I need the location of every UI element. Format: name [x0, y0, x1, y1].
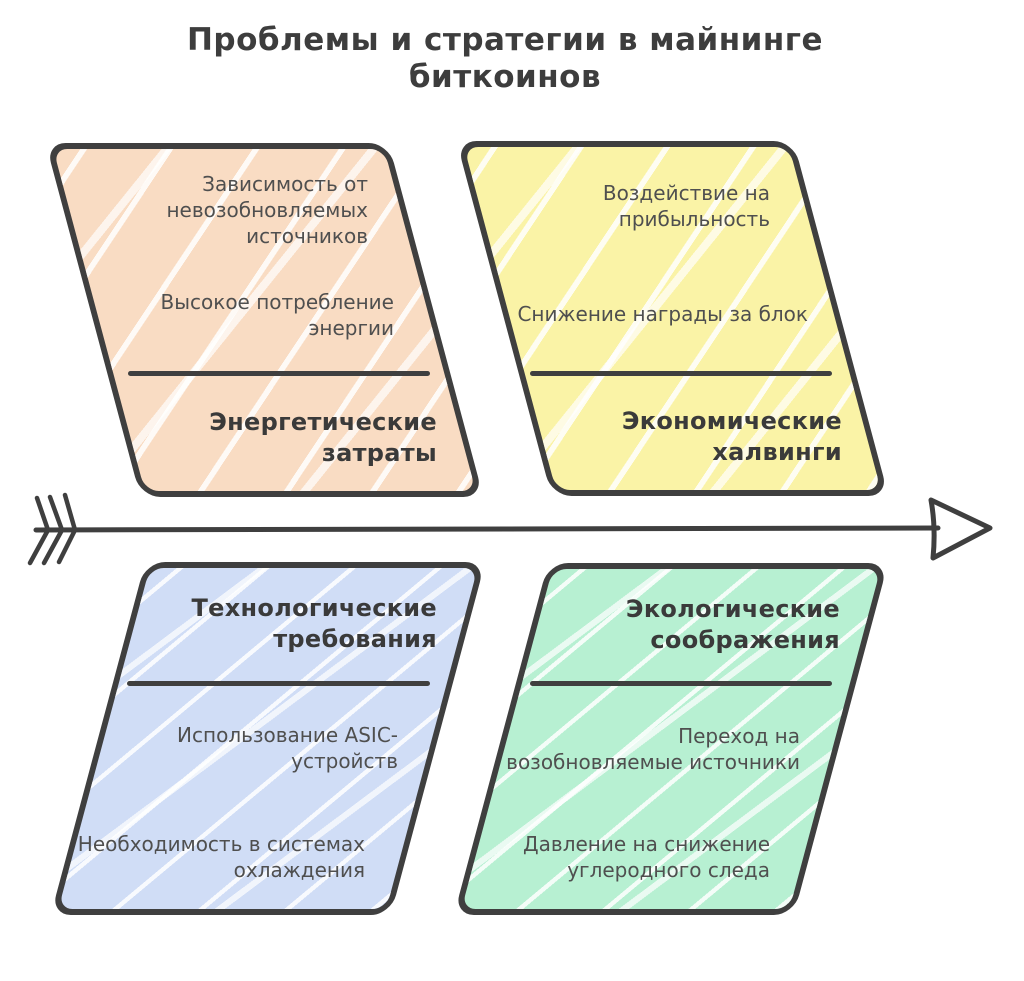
quadrant-item-text: Снижение награды за блок: [517, 302, 808, 326]
divider-line: [127, 681, 430, 686]
quadrant-item-text: Переход на возобновляемые источники: [506, 724, 800, 774]
fletching-icon: [27, 492, 78, 566]
arrowhead-icon: [928, 497, 993, 561]
quadrant-heading: Экологические соображения: [625, 595, 840, 654]
quadrant-heading: Экономические халвинги: [621, 407, 842, 466]
quadrant-item-text: Воздействие на прибыльность: [602, 181, 770, 231]
quadrant-heading: Энергетические затраты: [209, 408, 437, 467]
quadrant-item-text: Давление на снижение углеродного следа: [523, 832, 770, 882]
quadrant-item-text: Высокое потребление энергии: [160, 290, 395, 340]
divider-line: [530, 681, 832, 686]
quadrant-item-text: Необходимость в системах охлаждения: [77, 832, 365, 882]
spine-line: [33, 525, 941, 533]
divider-line: [128, 371, 430, 376]
quadrant-item-text: Использование ASIC- устройств: [177, 723, 398, 773]
quadrant-item-text: Зависимость от невозобновляемых источник…: [166, 172, 368, 248]
divider-line: [530, 371, 832, 376]
diagram-title: Проблемы и стратегии в майнинге биткоино…: [186, 22, 824, 95]
quadrant-heading: Технологические требования: [191, 594, 437, 653]
